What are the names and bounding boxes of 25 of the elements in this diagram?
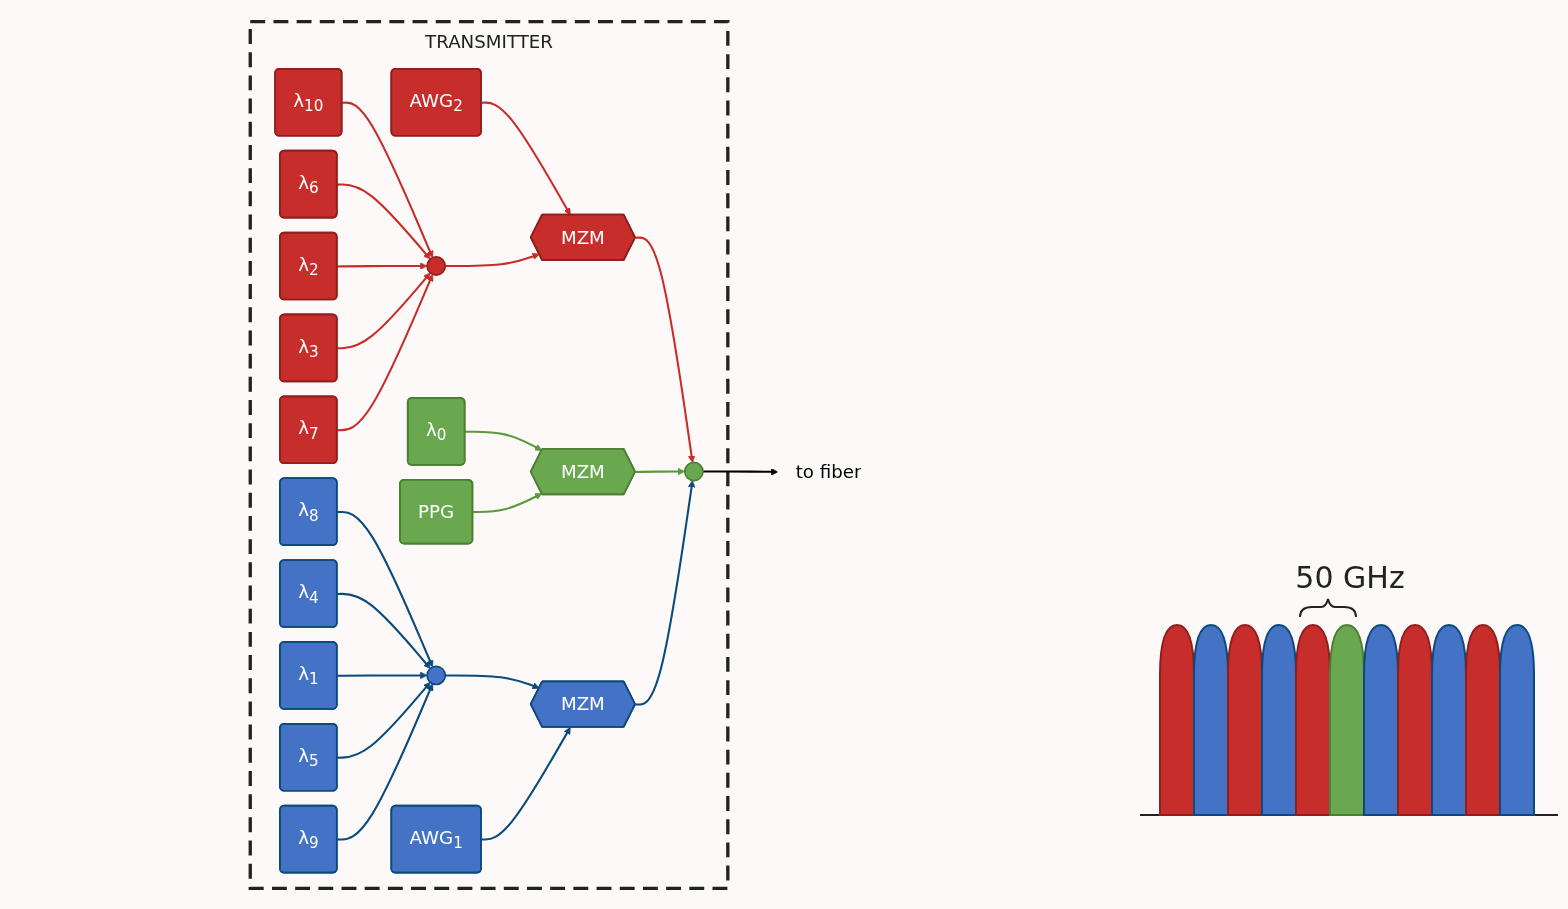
arrow	[337, 671, 428, 679]
node-circle	[683, 461, 704, 481]
arrow	[337, 681, 431, 759]
arrow	[337, 261, 428, 270]
arrow	[635, 236, 696, 463]
node-circle	[426, 664, 447, 685]
arrow	[481, 726, 571, 841]
arrow	[445, 673, 540, 689]
arrow	[445, 252, 540, 267]
arrow	[337, 592, 431, 669]
arrow	[465, 430, 543, 451]
arrow	[337, 682, 434, 841]
arrow	[337, 183, 431, 259]
arrow	[337, 272, 431, 349]
arrow	[635, 479, 696, 706]
arrow	[635, 467, 686, 475]
arrow	[703, 467, 779, 475]
spacing-label: 50 GHz	[1294, 560, 1406, 595]
node-circle	[426, 255, 447, 276]
node-text: to fiber	[795, 460, 862, 482]
arrow	[337, 510, 434, 667]
arrow	[342, 101, 434, 258]
arrow	[472, 492, 543, 513]
arrow	[337, 273, 434, 431]
arrow	[481, 101, 571, 215]
